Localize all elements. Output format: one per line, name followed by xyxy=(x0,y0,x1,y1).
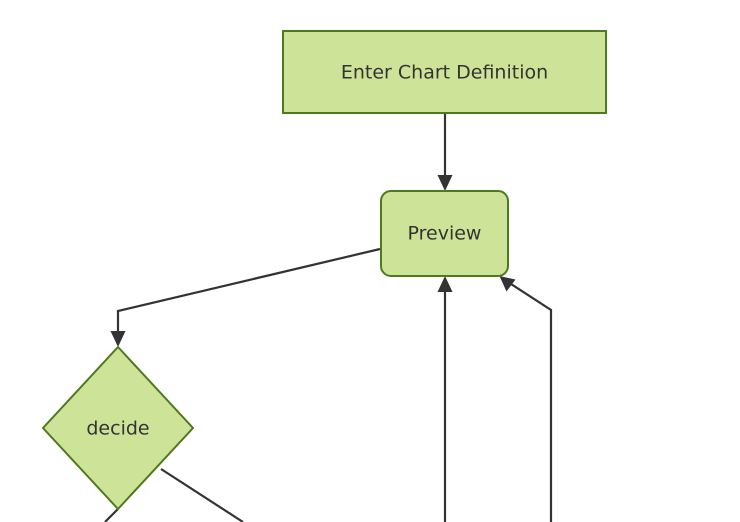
edge-line xyxy=(104,508,119,522)
node-decide[interactable]: decide xyxy=(41,345,195,511)
node-label-preview: Preview xyxy=(408,223,482,245)
node-shape-rounded-rectangle xyxy=(380,190,509,277)
edge-line xyxy=(160,468,244,522)
node-shape-diamond xyxy=(41,345,195,511)
node-shape-rectangle xyxy=(282,30,607,114)
node-preview[interactable]: Preview xyxy=(380,190,509,277)
arrow-head-icon xyxy=(110,331,126,347)
edge-decide-bottom-left xyxy=(104,508,119,522)
edge-line xyxy=(116,247,381,336)
arrow-head-icon xyxy=(437,276,453,292)
node-label-decide: decide xyxy=(86,418,149,440)
edge-decide-bottom-right xyxy=(160,468,244,522)
edge-bottom-right-to-preview xyxy=(499,276,553,522)
edge-line xyxy=(507,281,553,522)
arrow-head-icon xyxy=(437,175,453,191)
arrow-head-icon xyxy=(499,276,516,292)
edge-enter-to-preview xyxy=(437,113,453,191)
edge-bottom-center-to-preview xyxy=(437,276,453,522)
node-enter-chart-definition[interactable]: Enter Chart Definition xyxy=(282,30,607,114)
edge-preview-to-decide xyxy=(110,247,381,347)
node-label-enter-chart-definition: Enter Chart Definition xyxy=(341,62,548,84)
